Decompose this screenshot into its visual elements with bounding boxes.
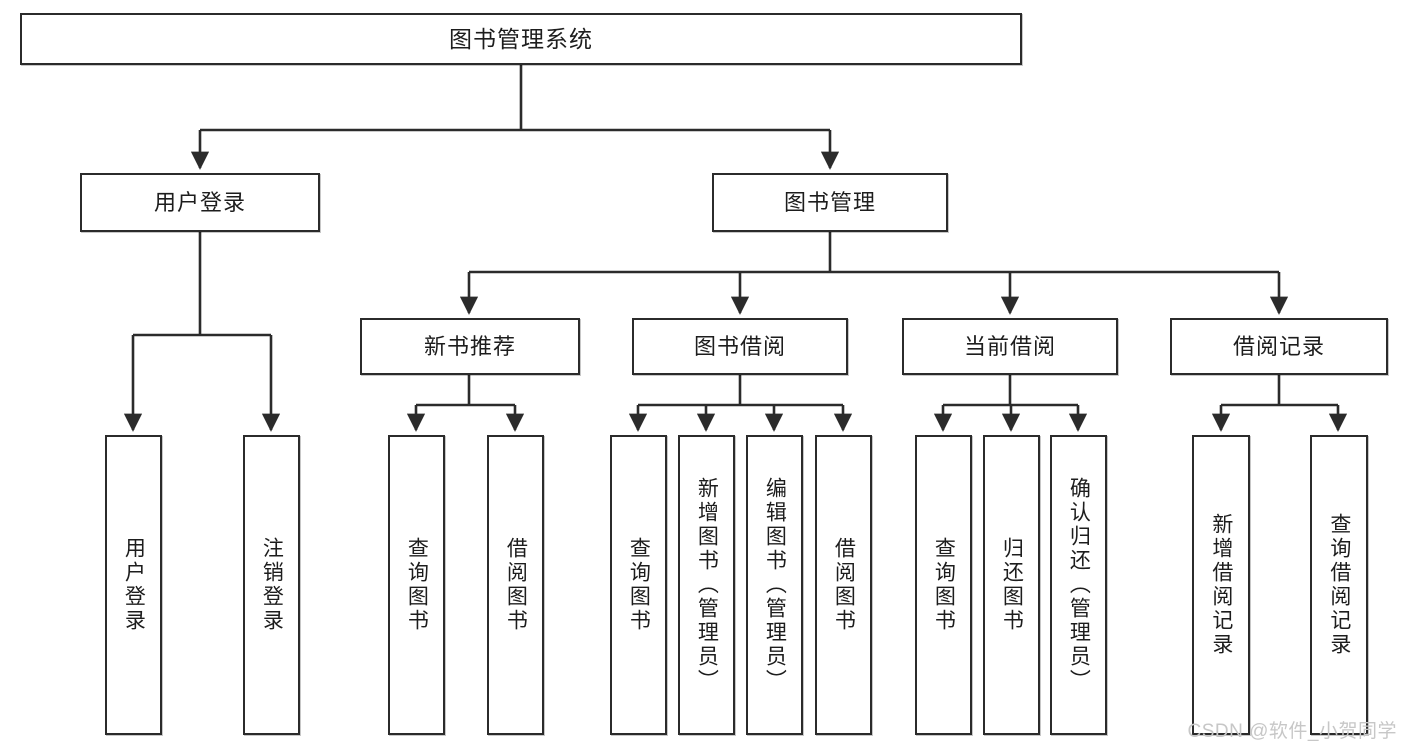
node-leaf-add-book-admin[interactable]: 新增图书（管理员）	[678, 435, 735, 735]
node-root-book-management-system[interactable]: 图书管理系统	[20, 13, 1022, 65]
node-label: 新增借阅记录	[1209, 513, 1233, 657]
node-label: 新增图书（管理员）	[695, 477, 719, 693]
node-label: 新书推荐	[423, 333, 516, 359]
node-leaf-query-book-borrow[interactable]: 查询图书	[610, 435, 667, 735]
node-label: 查询图书	[627, 537, 651, 633]
node-label: 图书管理	[783, 189, 876, 215]
node-leaf-user-login[interactable]: 用户登录	[105, 435, 162, 735]
node-label: 图书借阅	[693, 333, 786, 359]
node-leaf-borrow-book[interactable]: 借阅图书	[815, 435, 872, 735]
node-user-login[interactable]: 用户登录	[80, 173, 320, 232]
node-label: 借阅记录	[1232, 333, 1325, 359]
node-label: 查询借阅记录	[1327, 513, 1351, 657]
node-label: 查询图书	[932, 537, 956, 633]
node-book-management[interactable]: 图书管理	[712, 173, 948, 232]
node-label: 图书管理系统	[449, 25, 593, 52]
node-leaf-query-book-newbook[interactable]: 查询图书	[388, 435, 445, 735]
node-label: 当前借阅	[963, 333, 1056, 359]
node-current-borrow[interactable]: 当前借阅	[902, 318, 1118, 375]
node-leaf-query-book-current[interactable]: 查询图书	[915, 435, 972, 735]
node-label: 借阅图书	[832, 537, 856, 633]
node-leaf-borrow-book-newbook[interactable]: 借阅图书	[487, 435, 544, 735]
node-label: 归还图书	[1000, 537, 1024, 633]
node-book-borrow[interactable]: 图书借阅	[632, 318, 848, 375]
node-label: 查询图书	[405, 537, 429, 633]
csdn-watermark: CSDN @软件_小贺同学	[1187, 721, 1397, 742]
node-leaf-add-borrow-record[interactable]: 新增借阅记录	[1192, 435, 1250, 735]
node-leaf-edit-book-admin[interactable]: 编辑图书（管理员）	[746, 435, 803, 735]
node-new-book-recommend[interactable]: 新书推荐	[360, 318, 580, 375]
node-label: 确认归还（管理员）	[1067, 477, 1091, 693]
node-label: 用户登录	[153, 189, 246, 215]
node-leaf-return-book[interactable]: 归还图书	[983, 435, 1040, 735]
node-label: 注销登录	[260, 537, 284, 633]
node-label: 借阅图书	[504, 537, 528, 633]
node-leaf-query-borrow-record[interactable]: 查询借阅记录	[1310, 435, 1368, 735]
node-label: 用户登录	[122, 537, 146, 633]
node-label: 编辑图书（管理员）	[763, 477, 787, 693]
node-borrow-record[interactable]: 借阅记录	[1170, 318, 1388, 375]
node-leaf-logout[interactable]: 注销登录	[243, 435, 300, 735]
node-leaf-confirm-return-admin[interactable]: 确认归还（管理员）	[1050, 435, 1107, 735]
